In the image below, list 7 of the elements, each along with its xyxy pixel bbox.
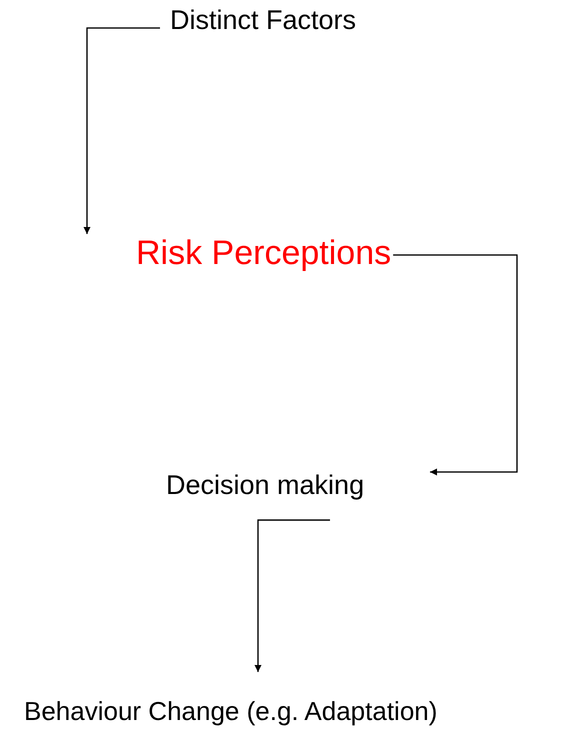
node-label: Distinct Factors (160, 5, 356, 36)
node-label: Risk Perceptions (80, 234, 394, 274)
arrow (84, 27, 160, 234)
arrow (393, 254, 518, 476)
node-label: Decision making (160, 470, 430, 520)
arrow (254, 519, 330, 672)
node-label: Behaviour Change (e.g. Adaptation) (24, 672, 438, 727)
